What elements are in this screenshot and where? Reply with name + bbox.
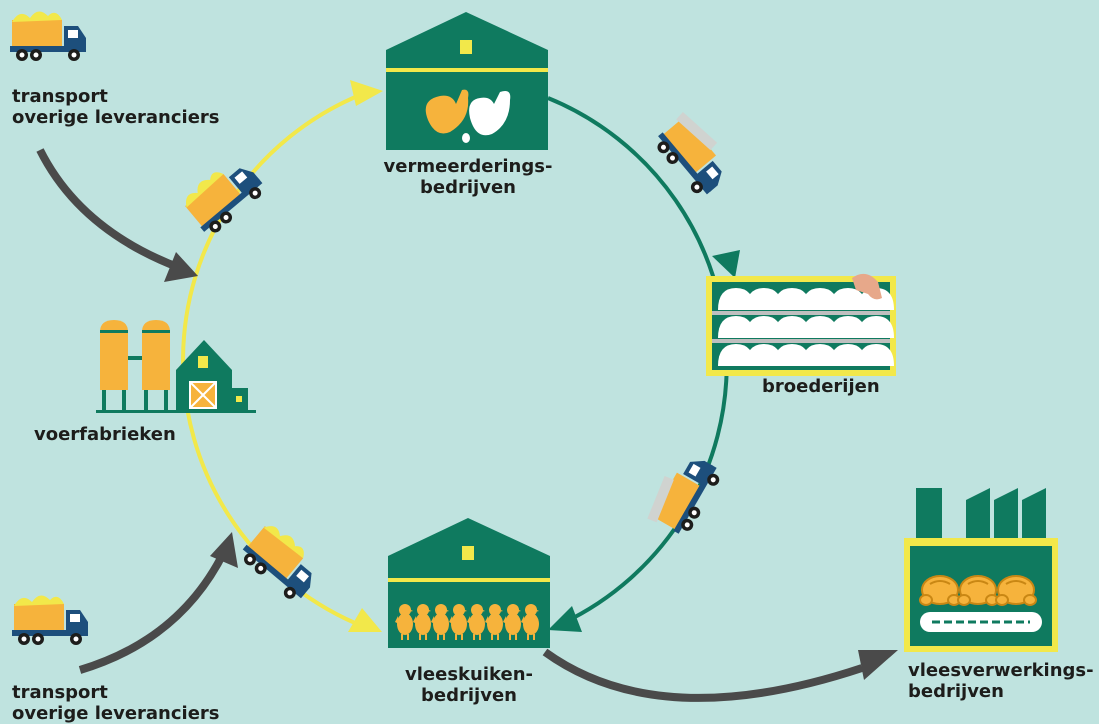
truck-icon xyxy=(12,595,88,645)
label-transport-bottom: transport overige leveranciers xyxy=(12,682,220,724)
label-transport-top: transport overige leveranciers xyxy=(12,86,220,128)
label-vleesverwerkingsbedrijven: vleesverwerkings- bedrijven xyxy=(908,660,1094,702)
arrow-to-vleesverwerking xyxy=(542,648,864,702)
truck-icon xyxy=(236,518,328,606)
truck-icon xyxy=(641,447,725,541)
arrow-to-broederijen xyxy=(712,250,740,278)
truck-icon xyxy=(10,11,86,62)
external-arrow-top xyxy=(36,148,182,272)
silo-icon xyxy=(100,320,170,410)
label-broederijen: broederijen xyxy=(762,376,880,397)
arrow-to-vleeskuiken-yellow xyxy=(348,608,382,632)
external-arrowhead-bottom xyxy=(210,532,238,568)
label-vleeskuikenbedrijven: vleeskuiken- bedrijven xyxy=(405,664,533,706)
label-vermeerderingsbedrijven: vermeerderings- bedrijven xyxy=(383,156,553,198)
arrow-to-vermeerdering xyxy=(350,80,383,106)
arrowhead-to-vleesverwerking xyxy=(858,650,898,680)
arrow-to-vleeskuiken-green xyxy=(548,606,582,632)
egg-tray-icon xyxy=(706,273,896,376)
external-arrow-bottom xyxy=(78,550,228,674)
barn-icon-vleeskuiken xyxy=(388,518,550,648)
hand-icon xyxy=(852,273,882,300)
barn-icon-vermeerdering xyxy=(386,12,548,150)
barn-icon-voerfabriek xyxy=(96,340,256,413)
hen-and-rooster-icon xyxy=(425,89,511,143)
truck-icon xyxy=(178,152,269,239)
roast-chicken-icon xyxy=(919,575,1037,606)
external-arrowhead-top xyxy=(164,252,198,282)
factory-icon xyxy=(904,488,1058,652)
label-voerfabrieken: voerfabrieken xyxy=(34,424,176,445)
